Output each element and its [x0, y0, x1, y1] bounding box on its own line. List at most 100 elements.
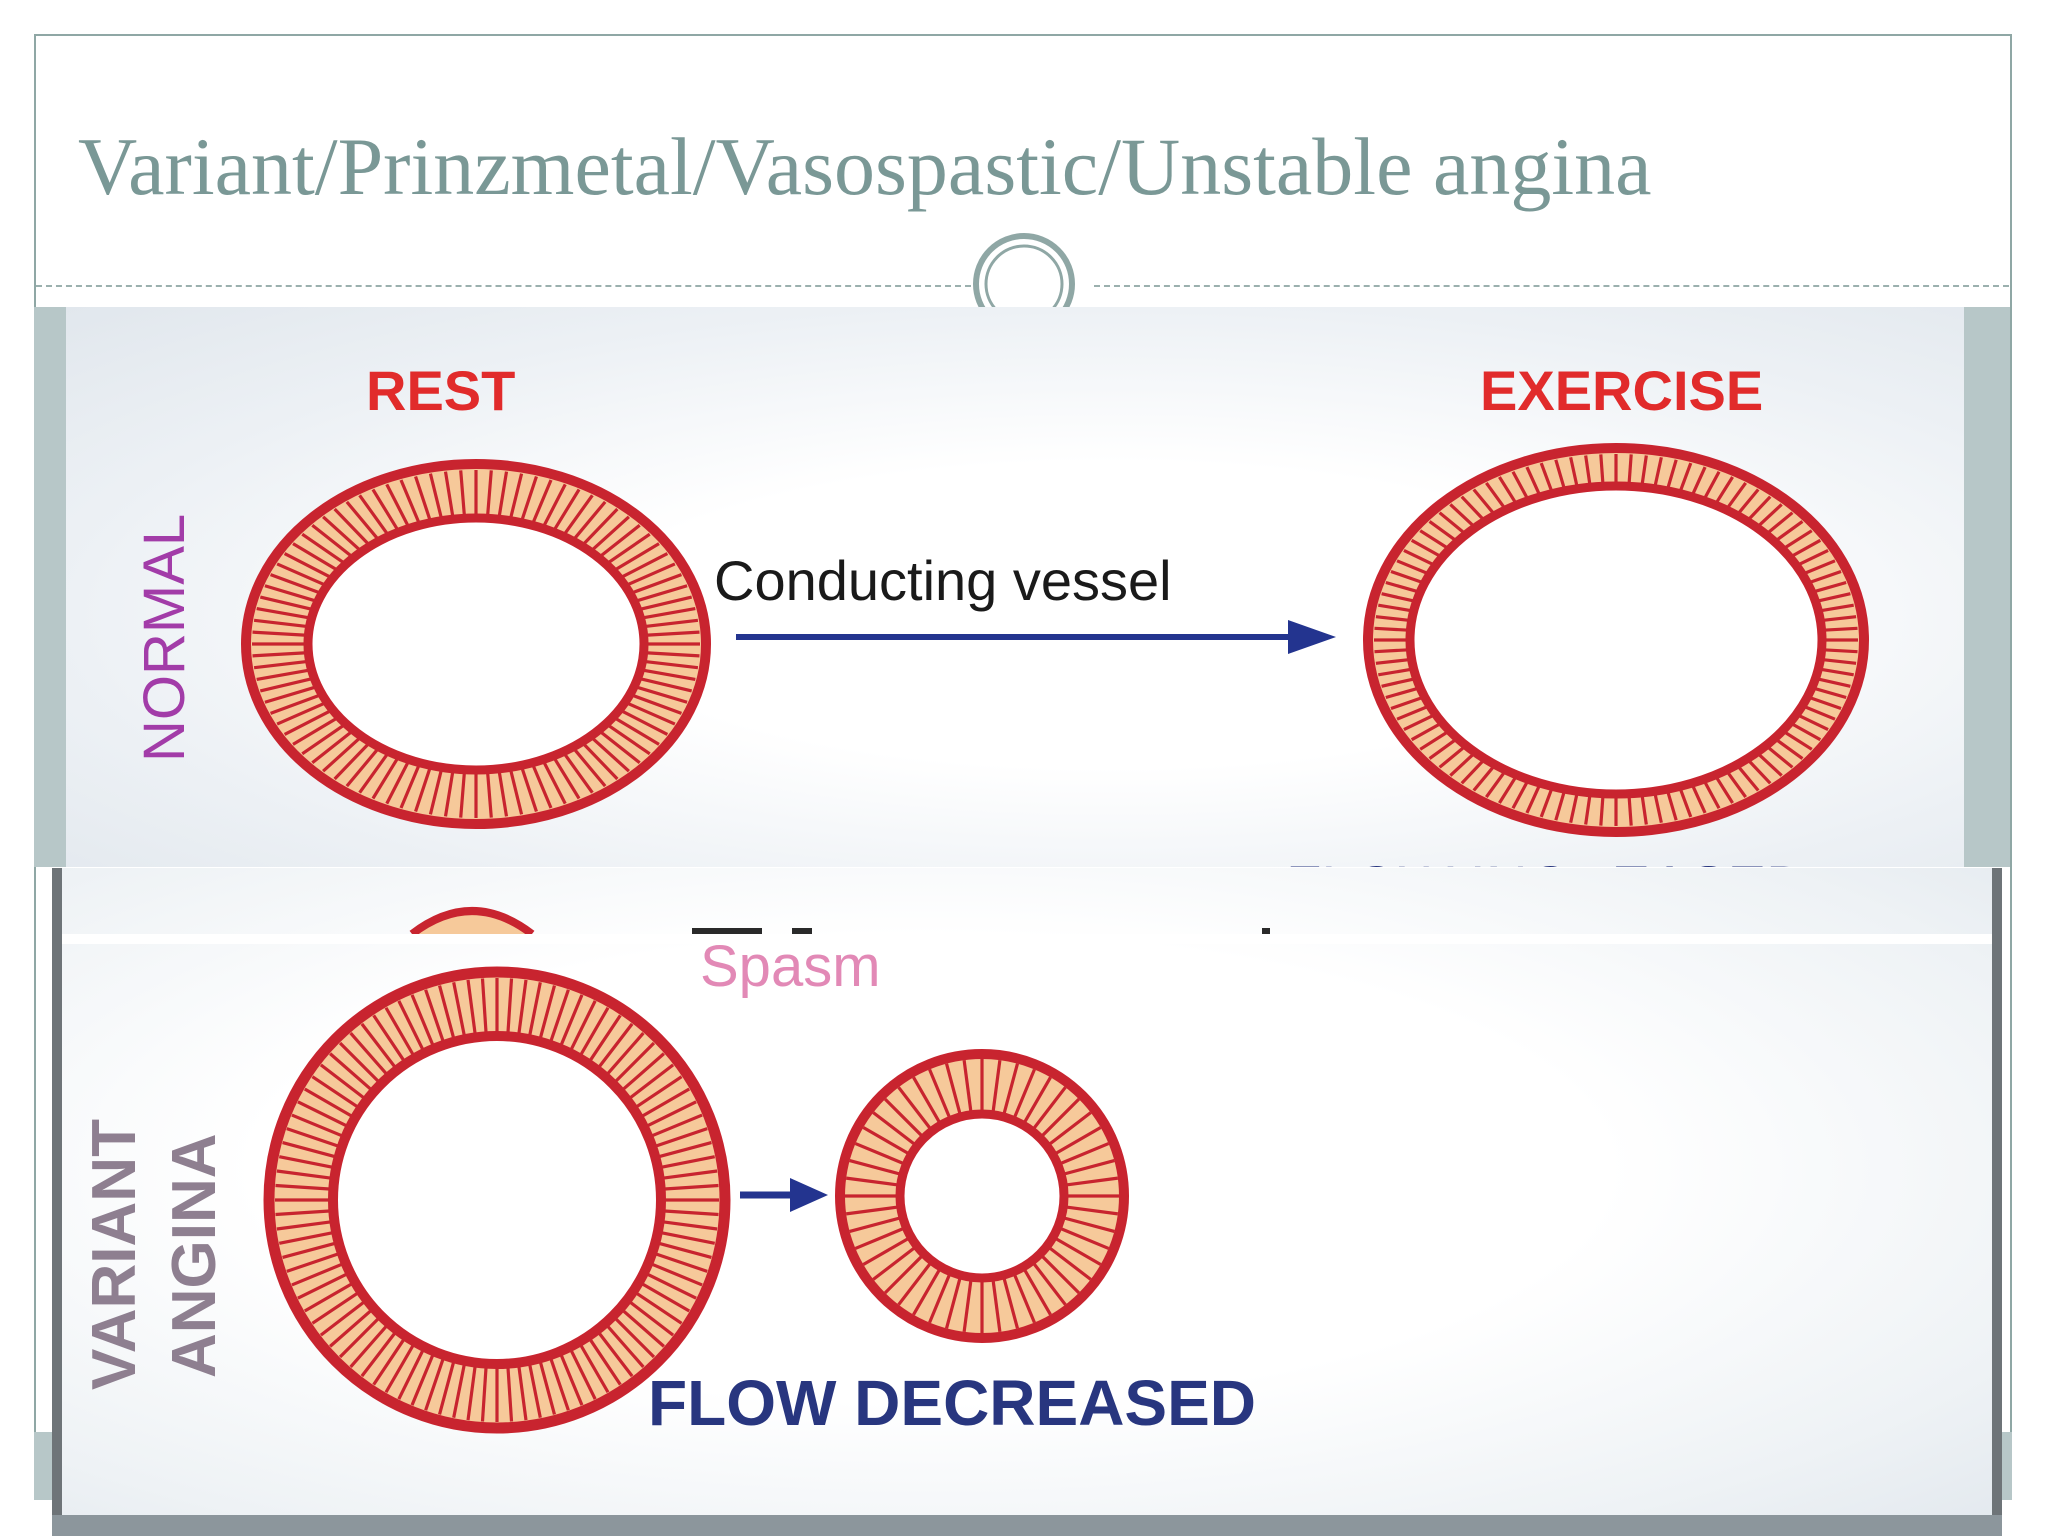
vessel-wall-rib: [372, 1338, 405, 1386]
vessel-wall-rib: [358, 754, 388, 794]
vessel-wall-rib: [311, 1075, 359, 1108]
vessel-wall-rib: [532, 479, 553, 523]
variant-normal-vessel: [263, 966, 731, 1434]
vessel-wall-rib: [1805, 559, 1836, 575]
vessel-wall-rib: [1485, 482, 1505, 508]
vessel-wall-rib: [1378, 668, 1410, 677]
vessel-wall-rib: [1825, 648, 1858, 654]
vessel-wall-rib: [633, 694, 683, 715]
vessel-wall-rib: [1396, 705, 1427, 721]
top-white-strip: [62, 934, 1992, 944]
vessel-wall-rib: [606, 1032, 645, 1075]
vessel-wall-rib: [275, 1183, 330, 1191]
vessel-wall-rib: [1805, 705, 1836, 721]
vessel-wall-rib: [1428, 520, 1456, 541]
vessel-wall-rib: [1815, 580, 1847, 593]
vessel-wall-rib: [297, 1100, 348, 1128]
vessel-wall-rib: [311, 731, 352, 765]
vessel-wall-rib: [253, 618, 306, 628]
vessel-wall-rib: [329, 1052, 372, 1091]
vessel-wall-rib: [1584, 796, 1592, 825]
vessel-wall-rib: [333, 743, 369, 781]
variant-angina-panel: Spasm VARIANT ANGINA FLOW DECREASED: [52, 868, 2002, 1536]
vessel-wall-rib: [615, 542, 660, 571]
vessel-wall-rib: [1810, 696, 1842, 710]
vessel-wall-rib: [480, 978, 488, 1033]
vessel-wall-rib: [452, 1364, 466, 1419]
vessel-wall-rib: [1768, 746, 1794, 769]
vessel-wall-rib: [466, 1366, 477, 1421]
vessel-wall-rib: [1498, 777, 1517, 804]
vessel-wall-rib: [641, 595, 693, 611]
vessel-wall-rib: [301, 532, 344, 564]
vessel-wall-rib: [276, 1169, 331, 1180]
vessel-wall-rib: [1569, 794, 1579, 824]
vessel-wall-rib: [1041, 1097, 1081, 1137]
vessel-wall-rib: [1049, 1111, 1092, 1145]
vessel-wall-rib: [658, 1241, 712, 1260]
vessel-wall-rib: [1390, 570, 1422, 584]
vessel-wall-rib: [644, 668, 696, 681]
vessel-wall-rib: [360, 1332, 396, 1378]
vessel-wall-rib: [452, 981, 466, 1036]
vessel-wall-rib: [360, 1022, 396, 1068]
vessel-wall-rib: [1627, 454, 1633, 483]
vessel-wall-rib: [528, 981, 542, 1036]
vessel-wall-rib: [1403, 714, 1433, 732]
vessel-wall-rib: [1822, 668, 1854, 677]
vessel-wall-rib: [385, 762, 409, 805]
vessel-wall-rib: [345, 500, 379, 539]
vessel-wall-rib: [1758, 754, 1783, 777]
vessel-wall-rib: [912, 1269, 941, 1316]
vessel-wall-rib: [862, 1237, 909, 1266]
vessel-wall-rib: [385, 483, 409, 526]
vessel-wall-rib: [428, 473, 443, 518]
vessel-wall-rib: [849, 1216, 900, 1234]
vessel-wall-rib: [629, 1301, 675, 1337]
vessel-wall-rib: [1691, 466, 1707, 494]
vessel-wall-rib: [264, 686, 315, 704]
vessel-wall-rib: [397, 1000, 425, 1051]
vessel-wall-rib: [633, 573, 683, 594]
vessel-wall-rib: [862, 1126, 909, 1155]
vessel-wall-rib: [962, 1281, 973, 1333]
vessel-wall-rib: [259, 595, 311, 611]
vessel-wall-rib: [283, 710, 330, 736]
vessel-wall-rib: [608, 532, 651, 564]
vessel-wall-rib: [1653, 456, 1663, 486]
vessel-wall-rib: [275, 1209, 330, 1217]
vessel-wall-rib: [1715, 777, 1734, 804]
vessel-wall-rib: [1472, 488, 1494, 514]
vessel-wall-rib: [1584, 455, 1592, 484]
vessel-wall-rib: [1640, 796, 1648, 825]
vessel-wall-rib: [1792, 723, 1822, 742]
normal-exercise-vessel: [1363, 443, 1869, 837]
spasm-arrow: [740, 1178, 828, 1212]
vessel-wall-rib: [1539, 789, 1553, 818]
vessel-wall-rib: [1060, 1227, 1110, 1250]
vessel-wall-rib: [569, 1000, 597, 1051]
partial-text-remnant: [692, 928, 762, 934]
vessel-wall-rib: [1776, 739, 1804, 760]
vessel-wall-rib: [1428, 739, 1456, 760]
vessel-wall-rib: [283, 552, 330, 578]
vessel-wall-rib: [517, 1366, 528, 1421]
vessel-wall-rib: [644, 607, 696, 620]
vessel-wall-rib: [1374, 626, 1407, 632]
vessel-wall-rib: [845, 1205, 897, 1216]
partial-text-remnant-2: [792, 928, 812, 934]
vessel-wall-rib: [506, 978, 514, 1033]
vessel-wall-rib: [1599, 454, 1605, 483]
vessel-wall-rib: [291, 1262, 343, 1287]
vessel-wall-rib: [600, 523, 641, 557]
vessel-wall-rib: [1554, 459, 1566, 488]
flow-increased-label: FLOW INCREASED: [1286, 859, 1808, 868]
vessel-wall-rib: [410, 994, 435, 1046]
vessel-wall-rib: [345, 749, 379, 788]
vessel-wall-rib: [1768, 511, 1794, 534]
vessel-wall-rib: [311, 523, 352, 557]
vessel-wall-rib: [564, 494, 594, 534]
vessel-wall-rib: [641, 677, 693, 693]
vessel-wall-rib: [569, 1349, 597, 1400]
slide-title: Variant/Prinzmetal/Vasospastic/Unstable …: [78, 121, 1652, 212]
